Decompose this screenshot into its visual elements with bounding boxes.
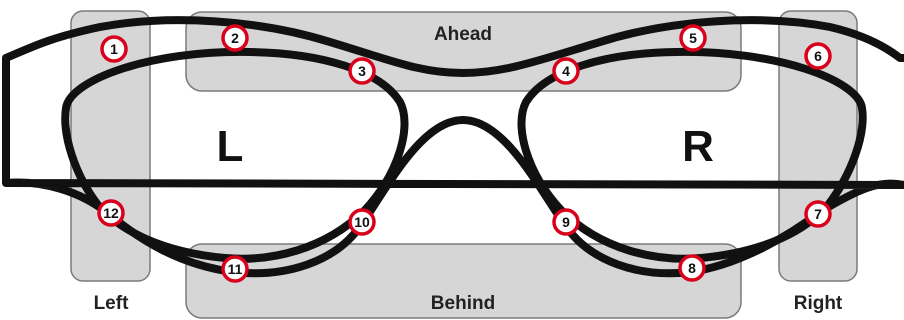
marker-7-label: 7 bbox=[814, 206, 822, 222]
zone-behind bbox=[185, 243, 742, 319]
marker-1-label: 1 bbox=[110, 41, 118, 57]
marker-12: 12 bbox=[97, 199, 125, 227]
zone-behind-label: Behind bbox=[431, 293, 495, 314]
marker-1-ring bbox=[100, 35, 128, 63]
marker-6: 6 bbox=[804, 42, 832, 70]
marker-7-ring bbox=[804, 200, 832, 228]
marker-9: 9 bbox=[552, 208, 580, 236]
marker-2-label: 2 bbox=[231, 30, 239, 46]
marker-11: 11 bbox=[221, 255, 249, 283]
marker-4: 4 bbox=[552, 57, 580, 85]
marker-10-label: 10 bbox=[354, 214, 370, 230]
marker-12-label: 12 bbox=[103, 205, 119, 221]
marker-3: 3 bbox=[348, 57, 376, 85]
marker-8: 8 bbox=[678, 254, 706, 282]
marker-12-ring bbox=[97, 199, 125, 227]
marker-2: 2 bbox=[221, 24, 249, 52]
marker-3-ring bbox=[348, 57, 376, 85]
zone-left-label: Left bbox=[94, 293, 130, 314]
marker-4-label: 4 bbox=[562, 63, 570, 79]
marker-5-label: 5 bbox=[689, 30, 697, 46]
marker-9-label: 9 bbox=[562, 214, 570, 230]
left-lens-label: L bbox=[217, 122, 244, 171]
marker-8-ring bbox=[678, 254, 706, 282]
marker-10: 10 bbox=[348, 208, 376, 236]
marker-11-label: 11 bbox=[228, 261, 243, 277]
zone-right-label: Right bbox=[794, 293, 843, 314]
marker-10-ring bbox=[348, 208, 376, 236]
right-lens-label: R bbox=[682, 122, 714, 171]
marker-5-ring bbox=[679, 24, 707, 52]
zone-ahead-label: Ahead bbox=[434, 24, 492, 45]
marker-6-label: 6 bbox=[814, 48, 822, 64]
marker-11-ring bbox=[221, 255, 249, 283]
marker-6-ring bbox=[804, 42, 832, 70]
marker-1: 1 bbox=[100, 35, 128, 63]
marker-4-ring bbox=[552, 57, 580, 85]
marker-2-ring bbox=[221, 24, 249, 52]
marker-9-ring bbox=[552, 208, 580, 236]
marker-3-label: 3 bbox=[358, 63, 366, 79]
marker-8-label: 8 bbox=[688, 260, 696, 276]
marker-7: 7 bbox=[804, 200, 832, 228]
marker-5: 5 bbox=[679, 24, 707, 52]
